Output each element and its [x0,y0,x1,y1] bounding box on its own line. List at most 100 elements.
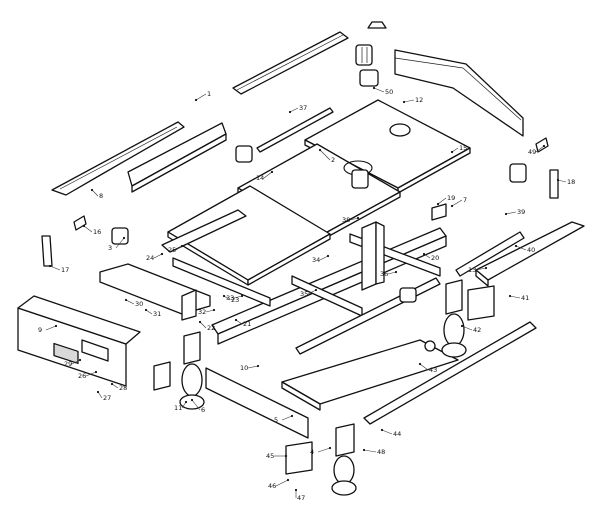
callout-dot [190,398,194,402]
callout-number: 46 [268,482,276,490]
callout-number: 18 [567,178,575,186]
callout-leader [247,365,259,369]
callout-number: 23 [231,296,239,304]
callout-number: 2 [331,156,335,164]
callout-dot [122,236,126,240]
callout-labels: 1234567891011121314151617181920212223242… [38,86,575,502]
callout-leader [349,217,359,221]
pocket-cup-left-lower [111,227,129,245]
pocket-cup-right [509,163,527,183]
callout-leader [145,309,153,315]
callout-leader [191,399,201,411]
leg-plate-right [467,285,495,321]
side-rail-right [455,231,525,277]
callout-leader [275,479,289,487]
callout-leader [535,145,545,153]
callout-leader [475,267,487,271]
callout-dot [194,98,198,102]
callout-number: 27 [103,394,111,402]
callout-number: 20 [431,254,439,262]
callout-dot [514,244,518,248]
callout-leader [289,107,299,113]
callout-number: 28 [119,384,127,392]
callout-dot [124,298,128,302]
spring-clip-left [73,215,87,231]
callout-dot [288,110,292,114]
front-rail-right [363,321,537,425]
callout-leader [181,401,187,409]
rail-board-right [394,49,524,137]
callout-number: 31 [153,310,161,318]
slate-panel-bottom [167,185,331,286]
long-beam-left [161,209,247,253]
callout-dot [94,370,98,374]
callout-number: 38 [342,216,350,224]
callout-leader [199,321,207,329]
callout-dot [96,390,100,394]
callout-leader [509,295,521,299]
callout-dot [418,362,422,366]
callout-dot [326,254,330,258]
callout-dot [318,148,322,152]
callout-leader [71,359,81,365]
callout-dot [286,478,290,482]
callout-number: 40 [527,246,535,254]
callout-leader [263,171,273,179]
callout-number: 8 [99,192,103,200]
callout-number: 48 [377,448,385,456]
callout-leader [423,253,431,259]
callout-dot [556,178,560,182]
callout-number: 39 [517,208,525,216]
corner-bracket-left [41,235,53,267]
pocket-cup-upper [359,69,379,87]
callout-number: 6 [201,406,205,414]
callout-number: 17 [61,266,69,274]
callout-leader [373,87,385,93]
callout-leader [515,245,527,251]
callout-number: 16 [93,228,101,236]
rail-board-front-right [475,221,585,287]
callout-dot [256,364,260,368]
callout-number: 14 [256,174,264,182]
pocket-cup-left [235,145,253,163]
pocket-cup-top [355,44,373,66]
bolt-top [367,21,387,29]
callout-leader [125,299,135,305]
cross-beam-1 [172,257,271,307]
callout-dot [542,144,546,148]
callout-dot [290,414,294,418]
callout-leader [387,271,397,275]
callout-number: 15 [459,144,467,152]
corner-bracket-right [549,169,559,199]
callout-dot [328,446,332,450]
callout-number: 25 [168,246,176,254]
callout-number: 45 [266,452,274,460]
callout-leader [233,295,243,299]
callout-number: 11 [174,404,182,412]
callout-dot [240,294,244,298]
callout-leader [85,371,97,377]
ball-weight [424,340,436,352]
callout-number: 50 [385,88,393,96]
callout-leader [175,245,183,251]
callout-leader [461,325,473,331]
callout-number: 26 [78,372,86,380]
callout-dot [294,488,298,492]
callout-leader [319,255,329,261]
callout-dot [160,252,164,256]
callout-leader [319,149,331,161]
callout-leader [91,189,99,197]
callout-dot [184,400,188,404]
callout-number: 24 [146,254,154,262]
callout-leader [83,225,93,233]
callout-dot [212,308,216,312]
callout-number: 5 [274,416,278,424]
callout-dot [234,318,238,322]
callout-leader [505,211,517,215]
callout-dot [372,86,376,90]
callout-dot [394,270,398,274]
callout-dot [78,358,82,362]
callout-leader [45,325,57,331]
side-rail-left [51,121,185,196]
